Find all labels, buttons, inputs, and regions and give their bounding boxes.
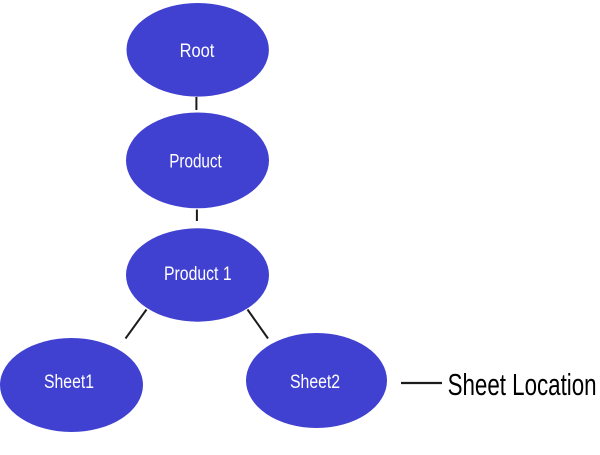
svg-text:Product: Product: [169, 151, 222, 172]
svg-text:Sheet2: Sheet2: [290, 372, 340, 393]
svg-text:Sheet1: Sheet1: [44, 372, 94, 393]
svg-text:Sheet Location: Sheet Location: [448, 368, 597, 402]
svg-text:Product 1: Product 1: [164, 264, 232, 285]
svg-text:Root: Root: [180, 41, 215, 62]
